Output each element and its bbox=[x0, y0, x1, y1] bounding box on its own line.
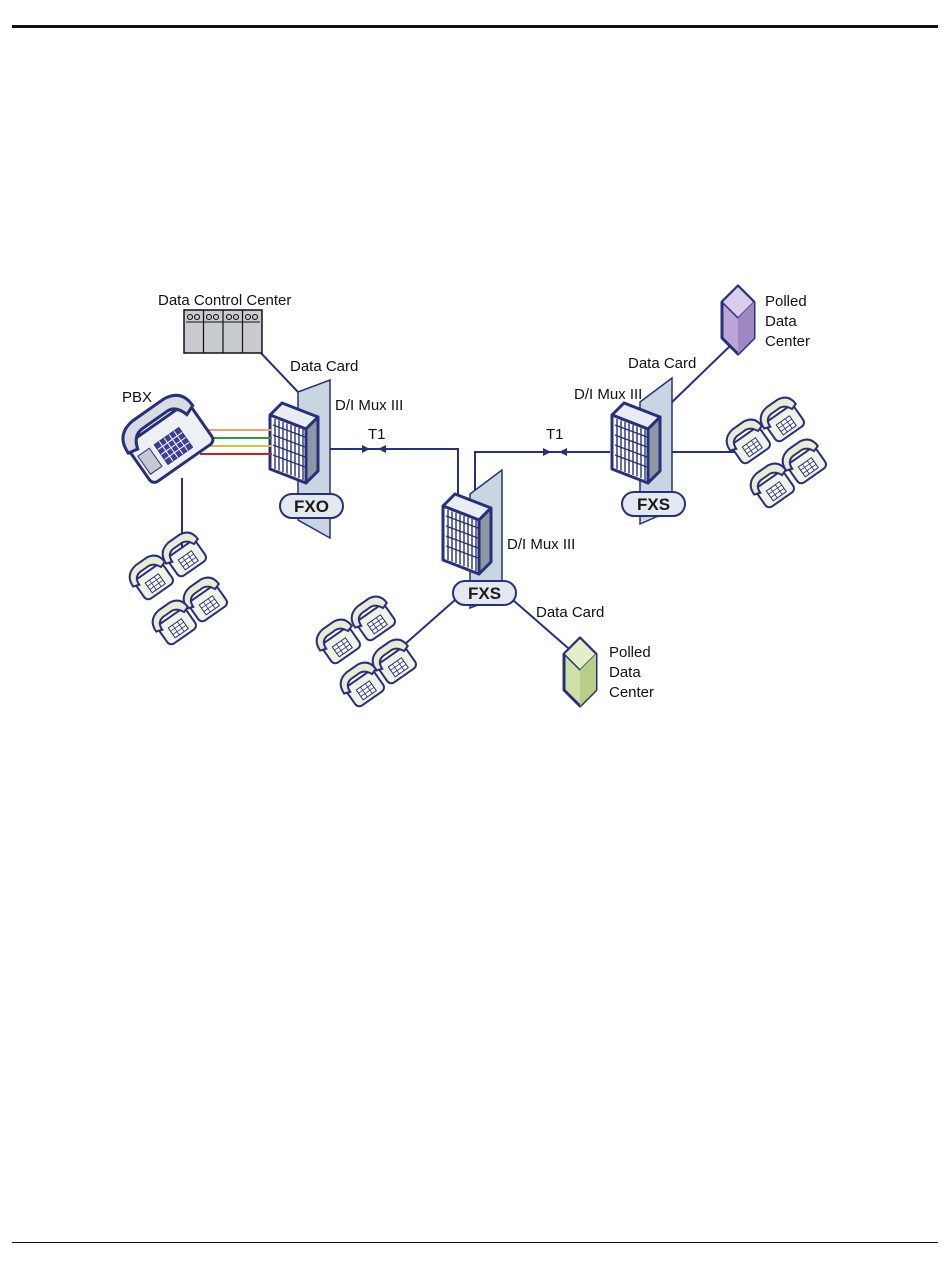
polled-bottom-line-1: Polled bbox=[609, 644, 651, 661]
fxs-center-badge: FXS bbox=[453, 581, 516, 605]
phones-left-cluster bbox=[124, 528, 229, 647]
data-card-left-label: Data Card bbox=[290, 358, 358, 375]
phones-right-cluster bbox=[721, 393, 828, 510]
pbx-label: PBX bbox=[122, 389, 152, 406]
polled-bottom-line-2: Data bbox=[609, 664, 641, 681]
t1-left-label: T1 bbox=[368, 426, 386, 443]
link-fxo-to-center bbox=[330, 449, 458, 495]
polled-top-line-3: Center bbox=[765, 333, 810, 350]
polled-top-line-2: Data bbox=[765, 313, 797, 330]
dimux-right-label: D/I Mux III bbox=[574, 386, 642, 403]
fxs-right-label: FXS bbox=[637, 495, 670, 514]
t1-right-label: T1 bbox=[546, 426, 564, 443]
polled-top-line-1: Polled bbox=[765, 293, 807, 310]
data-control-center-label: Data Control Center bbox=[158, 292, 291, 309]
polled-data-center-bottom-icon bbox=[564, 638, 596, 706]
data-card-center-label: Data Card bbox=[536, 604, 604, 621]
data-control-center-icon bbox=[184, 310, 262, 353]
dimux-left-label: D/I Mux III bbox=[335, 397, 403, 414]
fxo-label: FXO bbox=[294, 497, 329, 516]
polled-bottom-line-3: Center bbox=[609, 684, 654, 701]
phones-center-cluster bbox=[311, 592, 418, 709]
polled-data-center-top-icon bbox=[722, 286, 754, 354]
fxs-center-label: FXS bbox=[468, 584, 501, 603]
fxs-right-badge: FXS bbox=[622, 492, 685, 516]
data-card-right-label: Data Card bbox=[628, 355, 696, 372]
fxo-badge: FXO bbox=[280, 494, 343, 518]
dimux-center-label: D/I Mux III bbox=[507, 536, 575, 553]
